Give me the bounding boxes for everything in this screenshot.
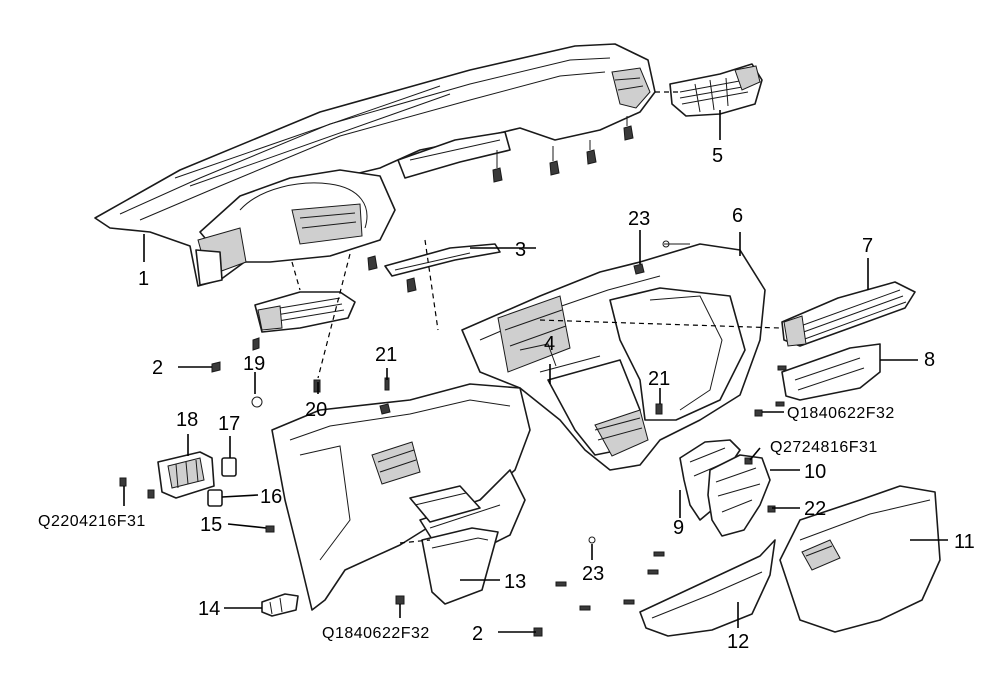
callout-21-left: 21 [375, 344, 397, 366]
callout-6: 6 [732, 205, 743, 227]
part-8-panel [781, 343, 881, 401]
part-12-lower-cover [639, 539, 776, 637]
part-code-q2724816: Q2724816F31 [770, 439, 878, 456]
callout-22: 22 [804, 498, 826, 520]
part-code-labels: Q1840622F32 Q2724816F31 Q2204216F31 Q184… [38, 405, 895, 642]
part-code-q1840622-bottom: Q1840622F32 [322, 625, 430, 642]
part-16-button [207, 489, 223, 507]
part-5-side-vent [669, 63, 763, 117]
part-10-trim [707, 454, 771, 537]
part-1-upper-dashboard [94, 43, 656, 293]
callout-3: 3 [515, 239, 526, 261]
callout-17: 17 [218, 413, 240, 435]
callout-21-right: 21 [648, 368, 670, 390]
callout-9: 9 [673, 517, 684, 539]
callout-14: 14 [198, 598, 220, 620]
part-14-bracket [261, 593, 299, 617]
callout-2-left: 2 [152, 357, 163, 379]
callout-5: 5 [712, 145, 723, 167]
callout-15: 15 [200, 514, 222, 536]
callout-labels: 1 2 2 3 4 5 6 7 8 9 10 11 12 13 14 15 16… [138, 145, 975, 653]
part-3-trim-strip [384, 243, 501, 277]
part-code-q2204216: Q2204216F31 [38, 513, 146, 530]
leader-lines [123, 91, 948, 633]
callout-1: 1 [138, 268, 149, 290]
part-17-button [221, 457, 237, 477]
callout-10: 10 [804, 461, 826, 483]
callout-18: 18 [176, 409, 198, 431]
lower-left-structure [271, 383, 531, 611]
callout-19: 19 [243, 353, 265, 375]
callout-13: 13 [504, 571, 526, 593]
part-18-switch-unit [157, 451, 215, 499]
part-7-center-vent [781, 281, 916, 347]
callout-7: 7 [862, 235, 873, 257]
part-19-left-vent [254, 291, 356, 333]
part-13-storage-box [421, 527, 499, 605]
callout-23-top: 23 [628, 208, 650, 230]
part-11-glove-box [779, 485, 941, 633]
callout-11: 11 [954, 531, 975, 553]
callout-20: 20 [305, 399, 327, 421]
callout-4: 4 [544, 333, 555, 355]
callout-12: 12 [727, 631, 749, 653]
part-code-q1840622-right: Q1840622F32 [787, 405, 895, 422]
callout-23-bottom: 23 [582, 563, 604, 585]
fasteners [119, 337, 787, 637]
callout-8: 8 [924, 349, 935, 371]
callout-16: 16 [260, 486, 282, 508]
callout-2-bottom: 2 [472, 623, 483, 645]
